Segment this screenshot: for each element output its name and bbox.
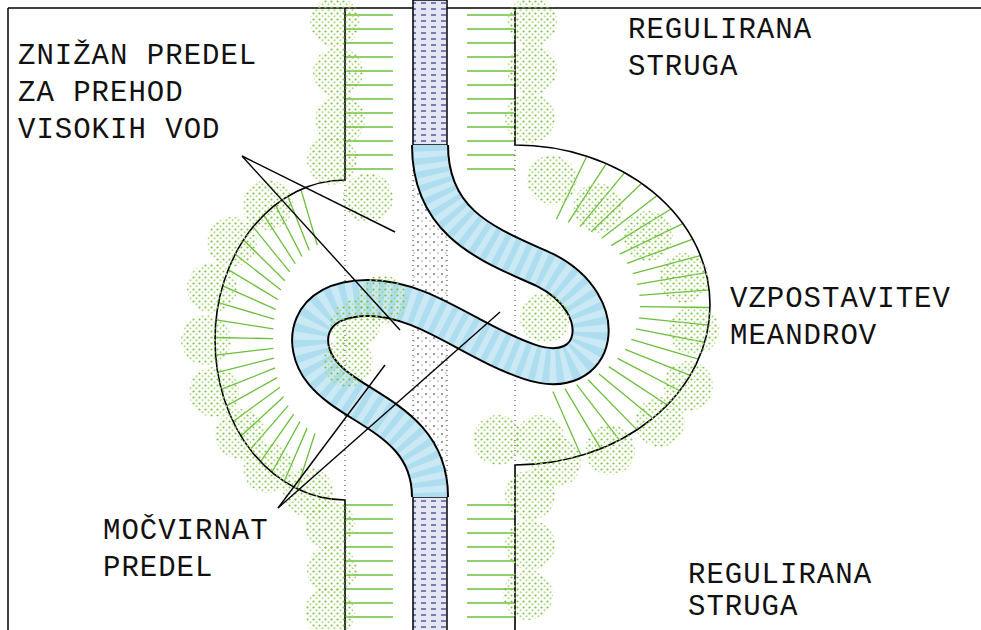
lobe-outline [215, 8, 710, 630]
plan-label: MOČVIRNAT PREDEL [103, 513, 303, 587]
frame [8, 8, 981, 630]
plan-label: ZNIŽAN PREDEL ZA PREHOD VISOKIH VOD [18, 38, 280, 149]
plan-label: VZPOSTAVITEV MEANDROV [730, 281, 975, 355]
plan-label: REGULIRANA STRUGA [628, 12, 858, 86]
bank-hatching [215, 15, 710, 617]
leader-lines [242, 156, 500, 508]
plan-label: REGULIRANA STRUGA [688, 560, 918, 624]
meander-channel [310, 145, 590, 497]
